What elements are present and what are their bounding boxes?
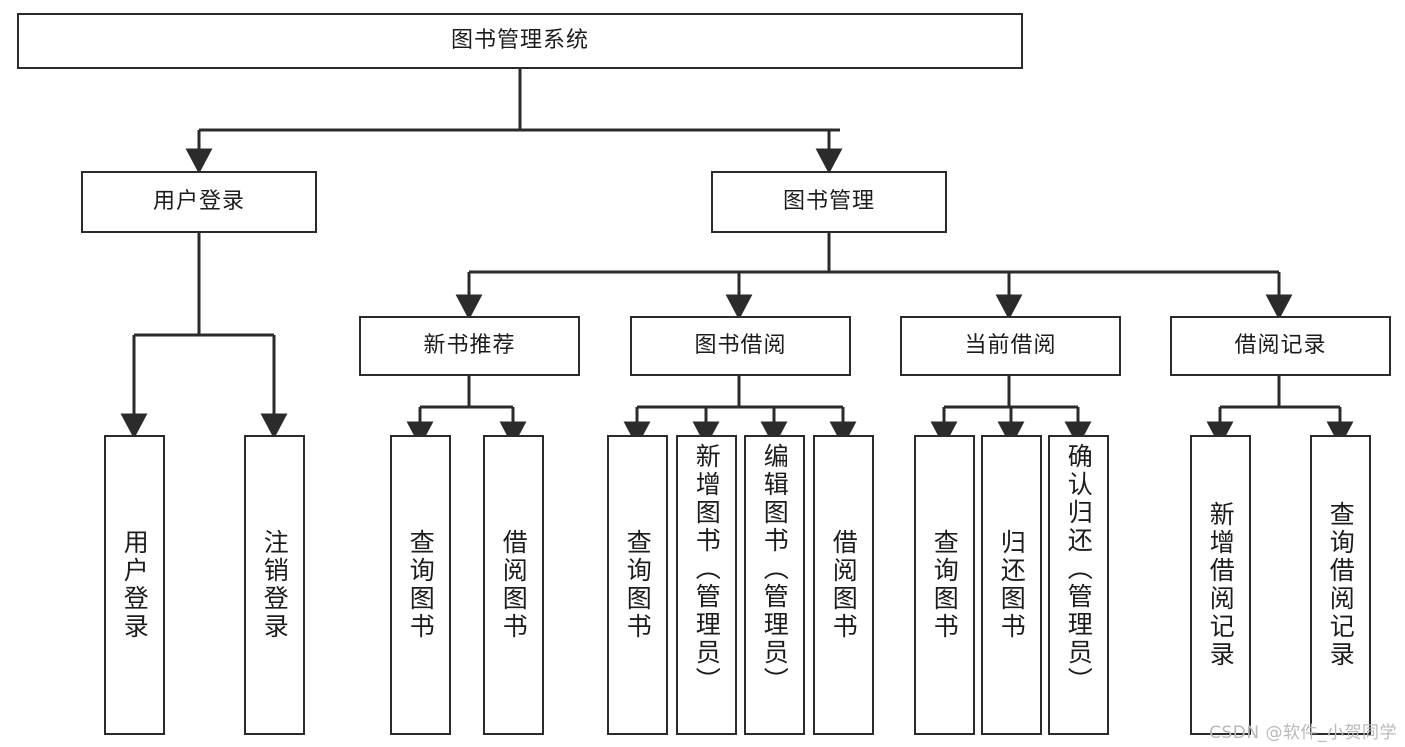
node-leaf-logout-label: 注销登录 <box>260 529 290 641</box>
node-book-borrow-label: 图书借阅 <box>694 333 787 359</box>
node-leaf-borrow-book-1[interactable]: 借阅图书 <box>483 435 544 735</box>
node-leaf-return-book-label: 归还图书 <box>997 529 1027 641</box>
node-leaf-query-book-1[interactable]: 查询图书 <box>390 435 451 735</box>
node-new-book-recommend-label: 新书推荐 <box>423 333 516 359</box>
node-leaf-query-book-3[interactable]: 查询图书 <box>914 435 975 735</box>
node-leaf-query-book-1-label: 查询图书 <box>406 529 436 641</box>
node-leaf-return-book[interactable]: 归还图书 <box>981 435 1042 735</box>
node-borrow-record-label: 借阅记录 <box>1234 333 1327 359</box>
node-leaf-add-record-label: 新增借阅记录 <box>1206 501 1236 669</box>
node-leaf-user-login-label: 用户登录 <box>120 529 150 641</box>
node-borrow-record[interactable]: 借阅记录 <box>1170 316 1391 376</box>
node-book-borrow[interactable]: 图书借阅 <box>630 316 851 376</box>
node-leaf-edit-book[interactable]: 编辑图书（管理员） <box>744 435 805 735</box>
node-leaf-borrow-book-1-label: 借阅图书 <box>499 529 529 641</box>
node-leaf-query-book-2[interactable]: 查询图书 <box>607 435 668 735</box>
node-leaf-borrow-book-2[interactable]: 借阅图书 <box>813 435 874 735</box>
node-root-label: 图书管理系统 <box>450 28 589 54</box>
node-root[interactable]: 图书管理系统 <box>17 13 1023 69</box>
watermark-text: CSDN @软件_小贺同学 <box>1209 723 1397 743</box>
node-leaf-add-record[interactable]: 新增借阅记录 <box>1190 435 1251 735</box>
node-book-manage-label: 图书管理 <box>782 189 875 215</box>
node-leaf-add-book[interactable]: 新增图书（管理员） <box>676 435 737 735</box>
node-leaf-query-record[interactable]: 查询借阅记录 <box>1310 435 1371 735</box>
node-leaf-edit-book-label: 编辑图书（管理员） <box>760 443 790 695</box>
node-current-borrow[interactable]: 当前借阅 <box>900 316 1121 376</box>
node-leaf-confirm-return[interactable]: 确认归还（管理员） <box>1048 435 1109 735</box>
node-user-login[interactable]: 用户登录 <box>81 171 317 233</box>
node-book-manage[interactable]: 图书管理 <box>711 171 947 233</box>
node-leaf-user-login[interactable]: 用户登录 <box>104 435 165 735</box>
node-leaf-query-book-2-label: 查询图书 <box>623 529 653 641</box>
node-leaf-add-book-label: 新增图书（管理员） <box>692 443 722 695</box>
node-leaf-query-record-label: 查询借阅记录 <box>1326 501 1356 669</box>
node-leaf-logout[interactable]: 注销登录 <box>244 435 305 735</box>
node-current-borrow-label: 当前借阅 <box>964 333 1057 359</box>
node-user-login-label: 用户登录 <box>152 189 245 215</box>
node-leaf-query-book-3-label: 查询图书 <box>930 529 960 641</box>
node-leaf-borrow-book-2-label: 借阅图书 <box>829 529 859 641</box>
node-new-book-recommend[interactable]: 新书推荐 <box>359 316 580 376</box>
node-leaf-confirm-return-label: 确认归还（管理员） <box>1064 443 1094 695</box>
